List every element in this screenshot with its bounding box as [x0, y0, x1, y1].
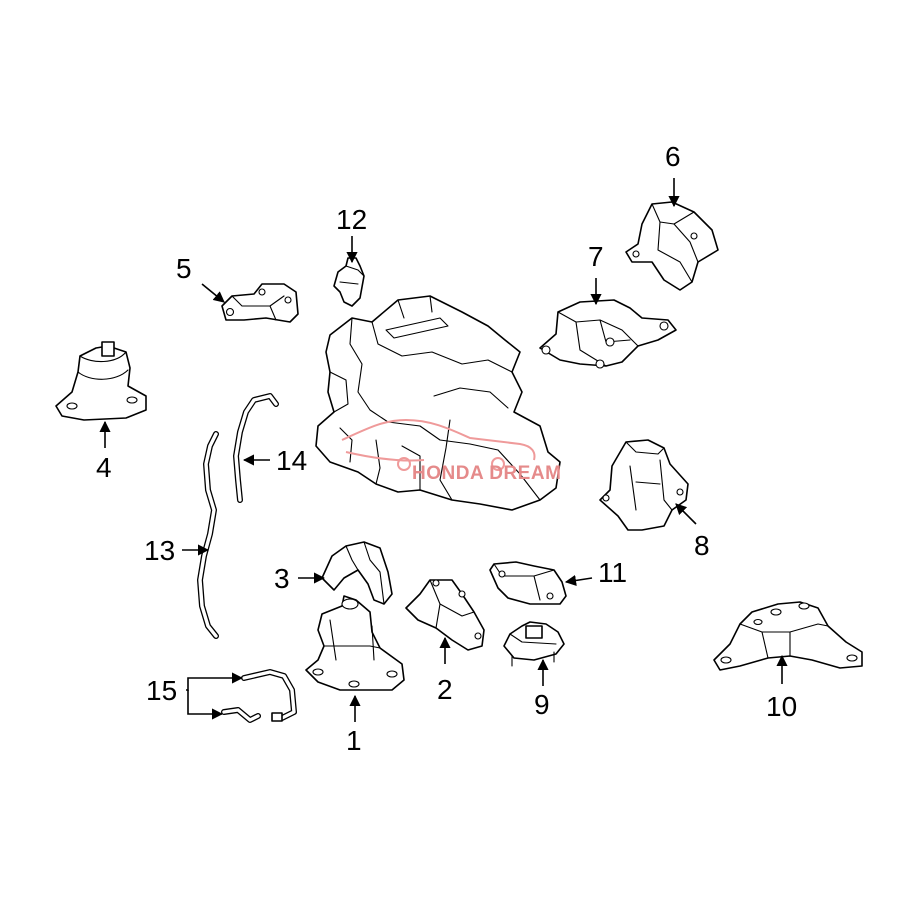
part-3-stopper: [321, 541, 393, 605]
callout-13: 13: [144, 535, 175, 566]
callout-3: 3: [274, 563, 290, 594]
part-12-sensor: [333, 257, 365, 307]
part-15-hoses: [221, 669, 297, 723]
part-1-engine-mount: [305, 595, 405, 691]
callout-6: 6: [665, 141, 681, 172]
part-10-bracket: [713, 601, 863, 671]
callout-12: 12: [336, 204, 367, 235]
part-5-bracket: [221, 283, 299, 323]
callout-2: 2: [437, 674, 453, 705]
engine-block: [315, 295, 561, 511]
part-14-hose: [233, 393, 279, 503]
callout-5: 5: [176, 253, 192, 284]
part-9-mount: [503, 621, 565, 667]
watermark: HONDA DREAM: [341, 418, 561, 484]
part-13-hose: [197, 431, 219, 639]
callout-11: 11: [598, 557, 627, 588]
callout-10: 10: [766, 691, 797, 722]
callout-labels: 1 2 3 4 5 6 7 8 9 10 11 12 13 14 15: [96, 141, 797, 756]
callout-9: 9: [534, 689, 550, 720]
leader-lines: [99, 178, 788, 722]
part-2-bracket: [405, 579, 485, 651]
callout-14: 14: [276, 445, 307, 476]
part-6-mount: [625, 201, 719, 291]
part-11-bracket: [489, 561, 567, 605]
callout-1: 1: [346, 725, 362, 756]
callout-8: 8: [694, 530, 710, 561]
callout-4: 4: [96, 452, 112, 483]
watermark-text: HONDA DREAM: [412, 463, 561, 484]
callout-7: 7: [588, 241, 604, 272]
part-7-bracket: [539, 299, 677, 369]
part-8-mount: [599, 439, 689, 531]
callout-15: 15: [146, 675, 177, 706]
part-4-mount: [55, 341, 147, 421]
